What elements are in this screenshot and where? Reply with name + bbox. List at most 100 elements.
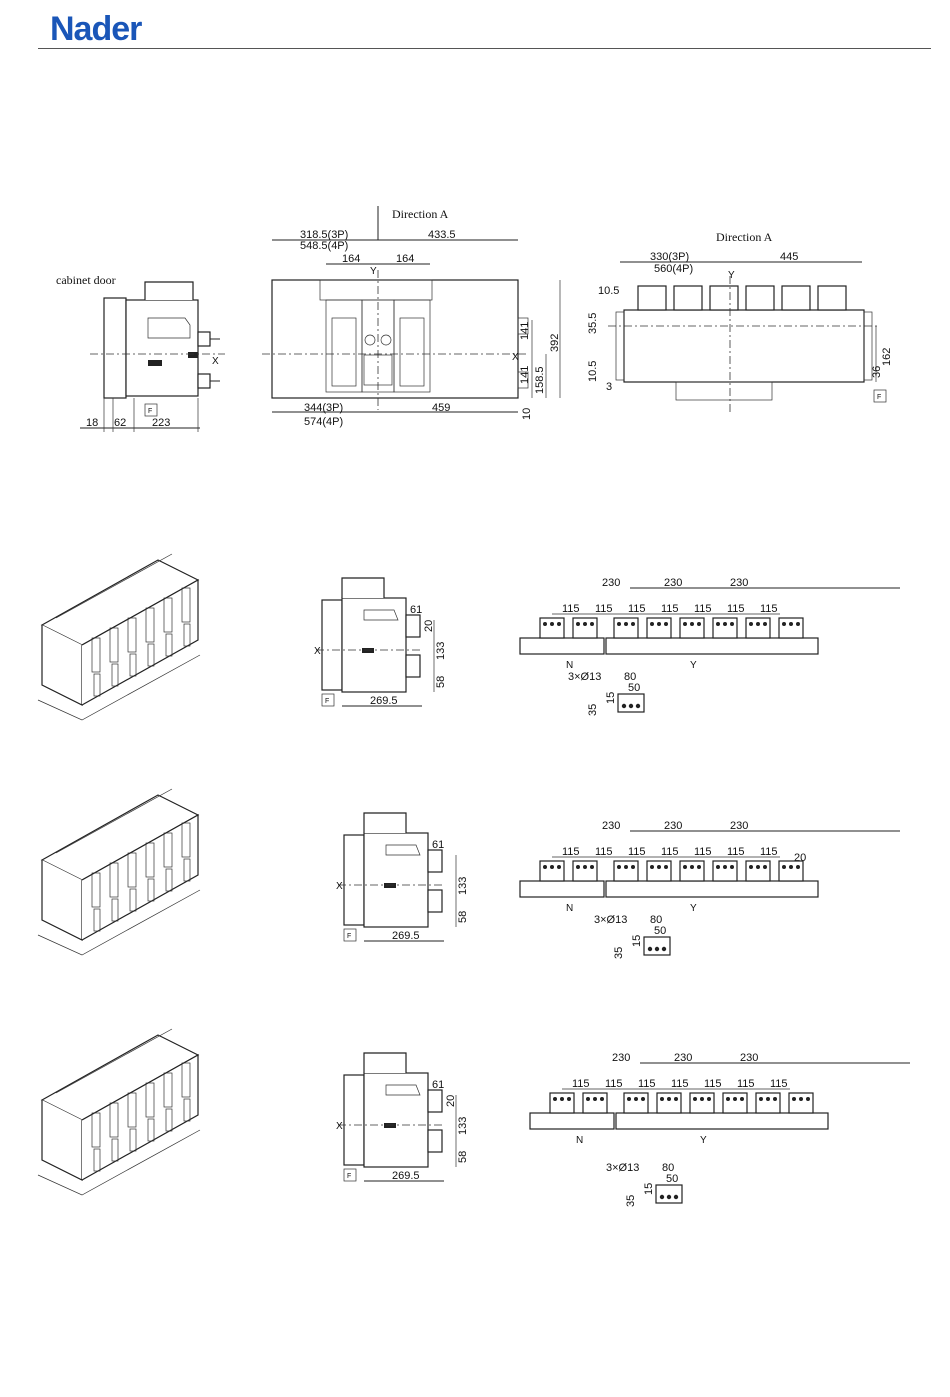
bar-terminal bbox=[572, 617, 598, 639]
iso-terminal bbox=[129, 653, 137, 677]
dim-574: 574(4P) bbox=[304, 416, 343, 428]
dim-230: 230 bbox=[664, 577, 682, 589]
dim-133: 133 bbox=[457, 877, 469, 895]
iso-terminal bbox=[111, 1138, 119, 1162]
iso-terminal bbox=[145, 1082, 155, 1118]
iso-terminal bbox=[183, 1098, 191, 1122]
dim-15: 15 bbox=[605, 692, 617, 704]
dim-115: 115 bbox=[595, 846, 613, 858]
iso-terminal bbox=[165, 1108, 173, 1132]
dim-230: 230 bbox=[674, 1052, 692, 1064]
dim-10-5-a: 10.5 bbox=[598, 285, 619, 297]
dim-115: 115 bbox=[562, 846, 580, 858]
dim-392: 392 bbox=[549, 334, 561, 352]
dim-164-b: 164 bbox=[396, 253, 414, 265]
side-f-box bbox=[343, 928, 357, 942]
y-rail bbox=[605, 637, 819, 655]
n-rail bbox=[519, 637, 605, 655]
dim-115: 115 bbox=[694, 603, 712, 615]
bar-terminal bbox=[722, 1092, 748, 1114]
side-x-label: X bbox=[314, 646, 321, 657]
iso-terminal bbox=[127, 852, 137, 888]
dim-50: 50 bbox=[628, 682, 640, 694]
n-label: N bbox=[576, 1135, 583, 1146]
dim-230: 230 bbox=[602, 820, 620, 832]
dim-115: 115 bbox=[605, 1078, 623, 1090]
dim-115: 115 bbox=[737, 1078, 755, 1090]
side-terminal bbox=[427, 1129, 443, 1153]
dim-58: 58 bbox=[457, 911, 469, 923]
bar-terminal bbox=[549, 1092, 575, 1114]
iso-terminal bbox=[147, 878, 155, 902]
dim-50: 50 bbox=[654, 925, 666, 937]
cabinet-door-label: cabinet door bbox=[56, 273, 116, 287]
iso-terminal bbox=[165, 868, 173, 892]
bar-terminal bbox=[539, 860, 565, 882]
dim-344: 344(3P) bbox=[304, 402, 343, 414]
bar-terminal bbox=[745, 860, 771, 882]
dim-230: 230 bbox=[664, 820, 682, 832]
iso-terminal bbox=[127, 1092, 137, 1128]
iso-terminal bbox=[109, 1102, 119, 1138]
iso-terminal bbox=[109, 862, 119, 898]
n-label: N bbox=[566, 660, 573, 671]
dim-115: 115 bbox=[572, 1078, 590, 1090]
side-x-label: X bbox=[336, 881, 343, 892]
iso-terminal bbox=[93, 673, 101, 697]
side-x-label: X bbox=[336, 1121, 343, 1132]
side-terminal bbox=[427, 1089, 443, 1113]
side-terminal bbox=[405, 614, 421, 638]
brand-logo: Nader bbox=[50, 10, 142, 48]
iso-terminal bbox=[163, 1072, 173, 1108]
dim-223: 223 bbox=[152, 417, 170, 429]
n-label: N bbox=[566, 903, 573, 914]
top-y-label: Y bbox=[728, 270, 735, 281]
dim-20: 20 bbox=[445, 1095, 457, 1107]
dim-115: 115 bbox=[661, 846, 679, 858]
dim-115: 115 bbox=[704, 1078, 722, 1090]
iso-terminal bbox=[145, 607, 155, 643]
dim-35: 35 bbox=[625, 1195, 637, 1207]
iso-terminal bbox=[181, 822, 191, 858]
bar-terminal bbox=[745, 617, 771, 639]
bar-terminal bbox=[712, 860, 738, 882]
dim-35: 35 bbox=[587, 704, 599, 716]
bar-terminal bbox=[778, 860, 804, 882]
dim-164-a: 164 bbox=[342, 253, 360, 265]
bar-terminal bbox=[712, 617, 738, 639]
dim-230: 230 bbox=[740, 1052, 758, 1064]
dim-58: 58 bbox=[435, 676, 447, 688]
dim-133: 133 bbox=[457, 1117, 469, 1135]
dim-36: 36 bbox=[871, 366, 883, 378]
side-f-label: F bbox=[347, 1173, 351, 1180]
front-x-label: X bbox=[512, 352, 519, 363]
bar-terminal bbox=[689, 1092, 715, 1114]
bar-terminal bbox=[646, 860, 672, 882]
iso-terminal bbox=[165, 633, 173, 657]
isometric-view bbox=[37, 788, 201, 956]
iso-terminal bbox=[109, 627, 119, 663]
isometric-view bbox=[37, 553, 201, 721]
iso-terminal bbox=[129, 888, 137, 912]
dim-62: 62 bbox=[114, 417, 126, 429]
dim-445: 445 bbox=[780, 251, 798, 263]
header-rule bbox=[38, 48, 931, 49]
dim-230: 230 bbox=[602, 577, 620, 589]
dim-162: 162 bbox=[881, 348, 893, 366]
iso-terminal bbox=[111, 663, 119, 687]
dim-58: 58 bbox=[457, 1151, 469, 1163]
dim-10: 10 bbox=[521, 408, 533, 420]
iso-terminal bbox=[111, 898, 119, 922]
iso-terminal bbox=[181, 587, 191, 623]
dim-133: 133 bbox=[435, 642, 447, 660]
side-f-label: F bbox=[325, 698, 329, 705]
n-rail bbox=[529, 1112, 615, 1130]
dim-560: 560(4P) bbox=[654, 263, 693, 275]
bar-terminal bbox=[572, 860, 598, 882]
n-rail bbox=[519, 880, 605, 898]
